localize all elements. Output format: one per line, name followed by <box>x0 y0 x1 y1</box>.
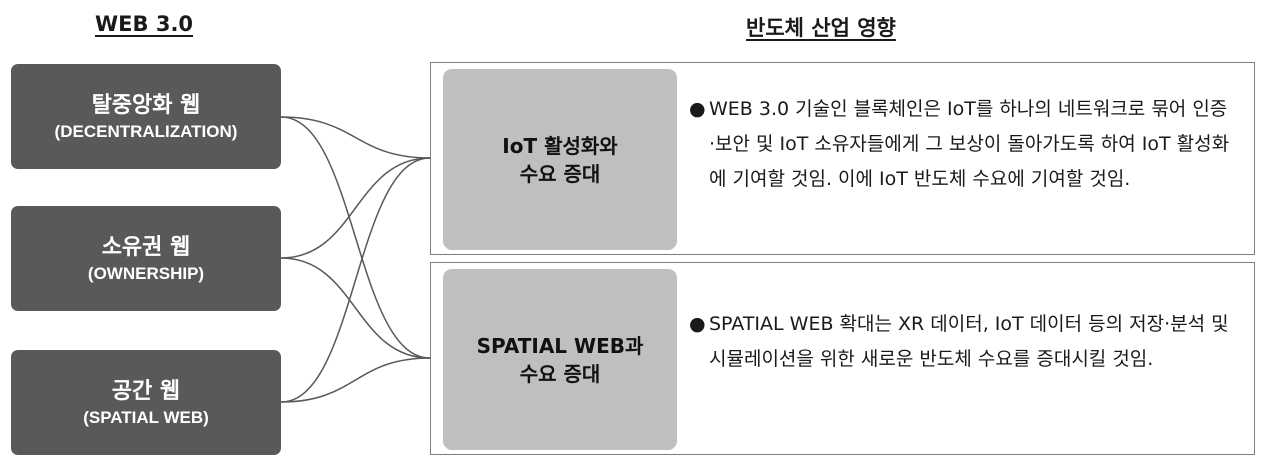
impact-panel-iot: IoT 활성화와 수요 증대 ● WEB 3.0 기술인 블록체인은 IoT를 … <box>430 62 1255 255</box>
impact-title-line1: SPATIAL WEB과 <box>476 333 644 358</box>
description-text: WEB 3.0 기술인 블록체인은 IoT를 하나의 네트워크로 묶어 인증·보… <box>709 98 1230 190</box>
feature-subtitle: (SPATIAL WEB) <box>83 407 209 427</box>
connector-line <box>280 157 431 259</box>
impact-title-line1: IoT 활성화와 <box>502 133 618 158</box>
impact-description: ● WEB 3.0 기술인 블록체인은 IoT를 하나의 네트워크로 묶어 인증… <box>689 92 1232 197</box>
connector-line <box>280 257 431 359</box>
bullet-icon: ● <box>689 313 706 335</box>
impact-panel-spatial-web: SPATIAL WEB과 수요 증대 ● SPATIAL WEB 확대는 XR … <box>430 262 1255 455</box>
connector-line <box>280 357 431 403</box>
description-text: SPATIAL WEB 확대는 XR 데이터, IoT 데이터 등의 저장·분석… <box>709 313 1229 370</box>
semiconductor-impact-heading: 반도체 산업 영향 <box>746 16 896 40</box>
feature-ownership: 소유권 웹 (OWNERSHIP) <box>11 206 281 311</box>
impact-title-line2: 수요 증대 <box>519 361 601 386</box>
connector-line <box>280 116 431 359</box>
impact-title-line2: 수요 증대 <box>519 161 601 186</box>
feature-spatial-web: 공간 웹 (SPATIAL WEB) <box>11 350 281 455</box>
connector-line <box>280 116 431 159</box>
feature-subtitle: (DECENTRALIZATION) <box>54 121 238 141</box>
impact-description: ● SPATIAL WEB 확대는 XR 데이터, IoT 데이터 등의 저장·… <box>689 307 1232 377</box>
web3-heading: WEB 3.0 <box>95 12 194 36</box>
feature-title: 공간 웹 <box>111 378 181 404</box>
feature-title: 소유권 웹 <box>101 234 191 260</box>
feature-title: 탈중앙화 웹 <box>91 92 201 118</box>
connector-line <box>280 157 431 403</box>
impact-title-box: IoT 활성화와 수요 증대 <box>443 69 677 250</box>
feature-subtitle: (OWNERSHIP) <box>87 263 205 283</box>
bullet-icon: ● <box>689 98 706 120</box>
feature-decentralization: 탈중앙화 웹 (DECENTRALIZATION) <box>11 64 281 169</box>
impact-title-box: SPATIAL WEB과 수요 증대 <box>443 269 677 450</box>
